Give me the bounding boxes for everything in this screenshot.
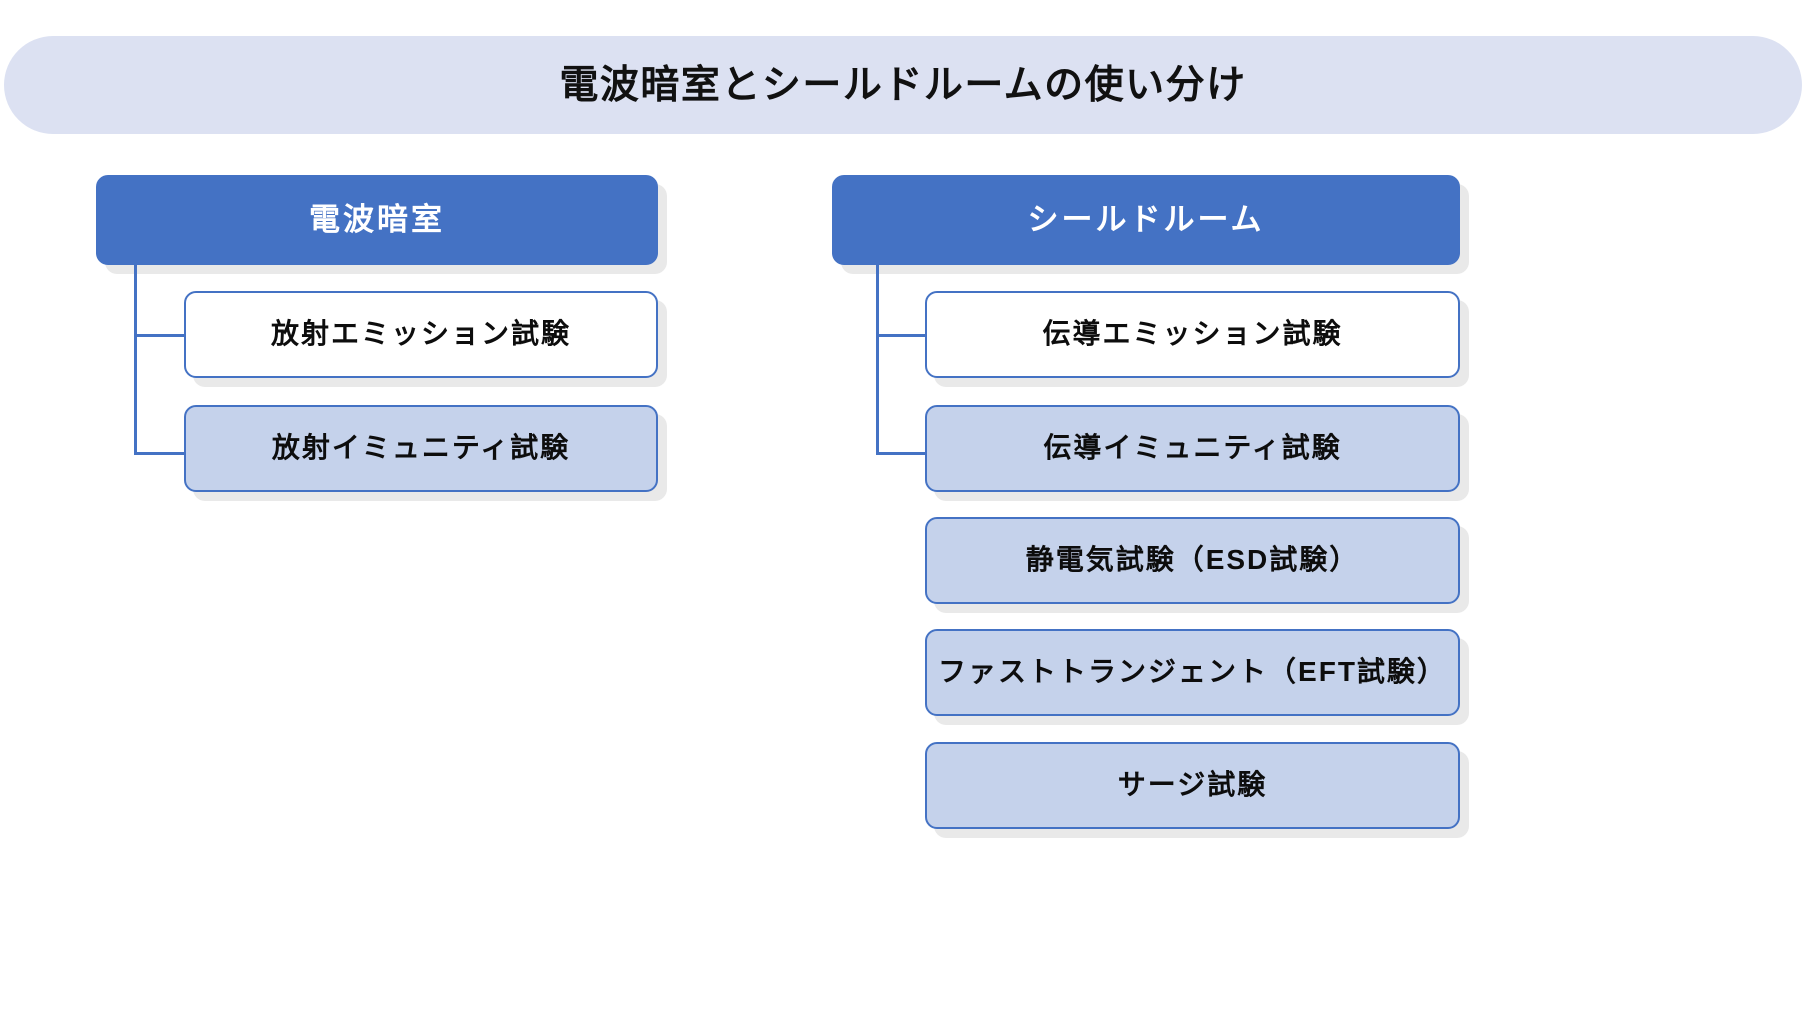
node-label: サージ試験 [1117,769,1268,801]
connector-branch-shield-2 [876,452,928,455]
node-label: 放射エミッション試験 [270,318,571,350]
connector-branch-shield-1 [876,334,928,337]
node-shield-eft[interactable]: ファストトランジェント（EFT試験） [925,629,1460,716]
node-shield-conducted-immunity[interactable]: 伝導イミュニティ試験 [925,405,1460,492]
connector-trunk-shield [876,265,879,455]
title-banner: 電波暗室とシールドルームの使い分け [4,36,1802,134]
node-label: 放射イミュニティ試験 [271,432,571,464]
column-header-label: 電波暗室 [309,202,445,238]
column-header-anechoic-chamber[interactable]: 電波暗室 [96,175,658,265]
node-shield-surge[interactable]: サージ試験 [925,742,1460,829]
connector-trunk-anechoic [134,265,137,455]
connector-branch-anechoic-2 [134,452,186,455]
column-header-label: シールドルーム [1027,202,1265,238]
node-shield-conducted-emission[interactable]: 伝導エミッション試験 [925,291,1460,378]
page-title: 電波暗室とシールドルームの使い分け [559,63,1247,107]
node-label: 伝導エミッション試験 [1042,318,1343,350]
column-header-shield-room[interactable]: シールドルーム [832,175,1460,265]
node-anechoic-radiated-immunity[interactable]: 放射イミュニティ試験 [184,405,658,492]
node-label: 静電気試験（ESD試験） [1025,544,1360,576]
node-anechoic-radiated-emission[interactable]: 放射エミッション試験 [184,291,658,378]
node-label: 伝導イミュニティ試験 [1043,432,1342,464]
node-label: ファストトランジェント（EFT試験） [938,656,1447,688]
node-shield-esd[interactable]: 静電気試験（ESD試験） [925,517,1460,604]
connector-branch-anechoic-1 [134,334,186,337]
